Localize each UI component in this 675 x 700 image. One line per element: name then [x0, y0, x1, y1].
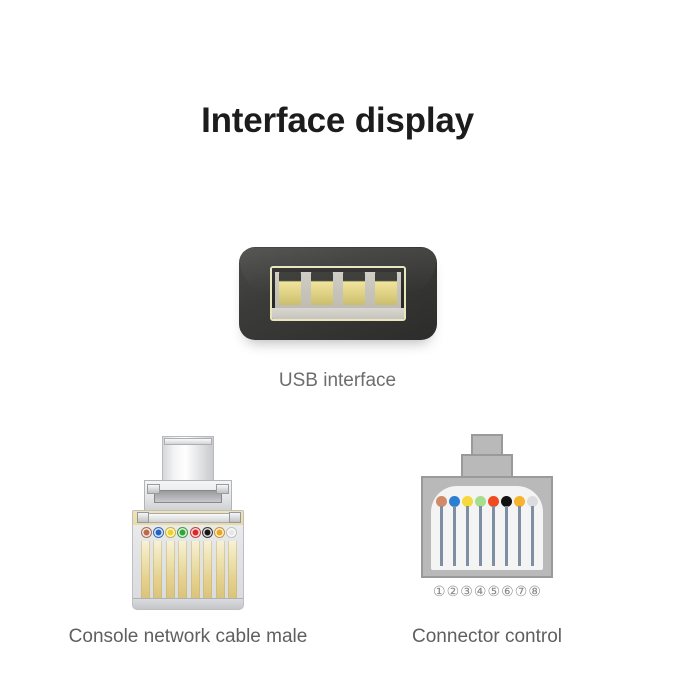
usb-pin-3: [342, 272, 365, 305]
pin-number-4: ④: [473, 583, 487, 599]
diagram-pin-group: [436, 496, 538, 570]
rj45-contact-2: [153, 541, 163, 603]
diagram-cable-stem-top: [471, 434, 503, 456]
rj45-contact-8: [227, 541, 237, 603]
rj45-contact-group: [141, 541, 237, 603]
wire-dot-5: [189, 527, 201, 538]
connector-cell-connector-control: ① ② ③ ④ ⑤ ⑥ ⑦ ⑧ Connector control: [337, 432, 637, 648]
connector-control-stage: ① ② ③ ④ ⑤ ⑥ ⑦ ⑧: [337, 432, 637, 620]
rj45-shell-ear-left: [137, 512, 149, 523]
rj45-contact-1: [141, 541, 150, 603]
diagram-pin-2: [449, 496, 460, 570]
pin-number-1: ①: [433, 583, 446, 599]
rj45-contact-3: [165, 541, 175, 603]
diagram-pin-6: [501, 496, 512, 570]
usb-pin-4: [374, 272, 397, 305]
pin-number-8: ⑧: [528, 583, 541, 599]
usb-port-base: [271, 308, 404, 319]
rj45-plug-bottom-edge: [133, 598, 243, 609]
connector-control-graphic: ① ② ③ ④ ⑤ ⑥ ⑦ ⑧: [421, 434, 553, 620]
connector-control-caption: Connector control: [412, 626, 562, 647]
usb-pin-2: [310, 272, 333, 305]
usb-pin-1: [278, 272, 301, 305]
rj45-latch-upper-cap: [164, 438, 212, 445]
pin-number-5: ⑤: [487, 583, 501, 599]
rj45-male-plug-graphic: [126, 436, 250, 614]
usb-interface-caption: USB interface: [278, 370, 397, 391]
pin-number-7: ⑦: [514, 583, 528, 599]
wire-dot-3: [165, 527, 177, 538]
diagram-pin-1: [436, 496, 447, 570]
diagram-pin-7: [514, 496, 525, 570]
wire-dot-4: [177, 527, 189, 538]
usb-port-opening: [269, 266, 406, 321]
wire-dot-7: [213, 527, 225, 538]
rj45-latch-slot: [154, 490, 222, 503]
rj45-wire-dot-group: [141, 527, 237, 540]
console-cable-caption: Console network cable male: [68, 626, 308, 647]
page-title: Interface display: [201, 101, 474, 140]
rj45-contact-4: [178, 541, 188, 603]
connector-cell-console-network-cable-male: Console network cable male: [38, 432, 338, 648]
pin-number-6: ⑥: [501, 583, 514, 599]
rj45-contact-6: [203, 541, 213, 603]
wire-dot-2: [153, 527, 165, 538]
rj45-shell-ear-right: [229, 512, 241, 523]
console-cable-stage: [38, 432, 338, 620]
wire-dot-1: [141, 527, 152, 538]
diagram-pin-4: [475, 496, 486, 570]
rj45-contact-5: [190, 541, 200, 603]
rj45-shell-bar: [147, 513, 231, 523]
usb-port-graphic: [238, 247, 437, 340]
rj45-latch-ear-right: [216, 484, 229, 494]
pin-number-2: ②: [446, 583, 460, 599]
diagram-pin-5: [488, 496, 499, 570]
diagram-pin-8: [527, 496, 538, 570]
wire-dot-6: [201, 527, 213, 538]
rj45-contact-7: [215, 541, 225, 603]
usb-interface-illustration: [0, 247, 675, 345]
usb-pin-group: [275, 272, 401, 312]
diagram-pin-3: [462, 496, 473, 570]
rj45-plug-shell: [132, 510, 244, 610]
diagram-cable-stem-mid: [461, 454, 513, 478]
wire-dot-8: [225, 527, 237, 538]
diagram-pin-number-group: ① ② ③ ④ ⑤ ⑥ ⑦ ⑧: [433, 584, 541, 598]
pin-number-3: ③: [460, 583, 473, 599]
rj45-latch-ear-left: [147, 484, 160, 494]
